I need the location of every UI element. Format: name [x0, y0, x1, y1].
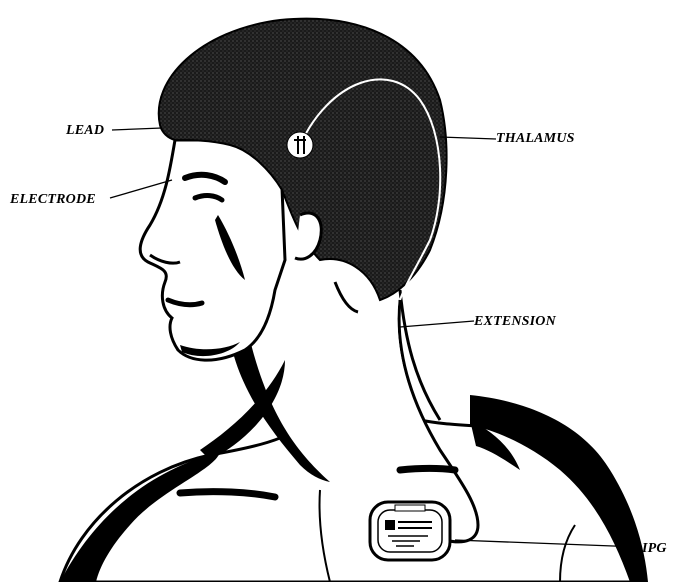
lead-leader-line	[112, 128, 162, 130]
thalamus-label: THALAMUS	[496, 131, 575, 147]
ipg-device-icon	[370, 502, 450, 560]
lead-label: LEAD	[66, 123, 104, 139]
thalamus-leader-line	[440, 137, 496, 139]
electrode-label: ELECTRODE	[10, 192, 96, 208]
extension-label: EXTENSION	[474, 314, 556, 330]
extension-leader-line	[400, 321, 474, 327]
burr-hole-icon	[287, 132, 313, 158]
ipg-label: IPG	[642, 541, 667, 557]
face	[140, 140, 285, 360]
